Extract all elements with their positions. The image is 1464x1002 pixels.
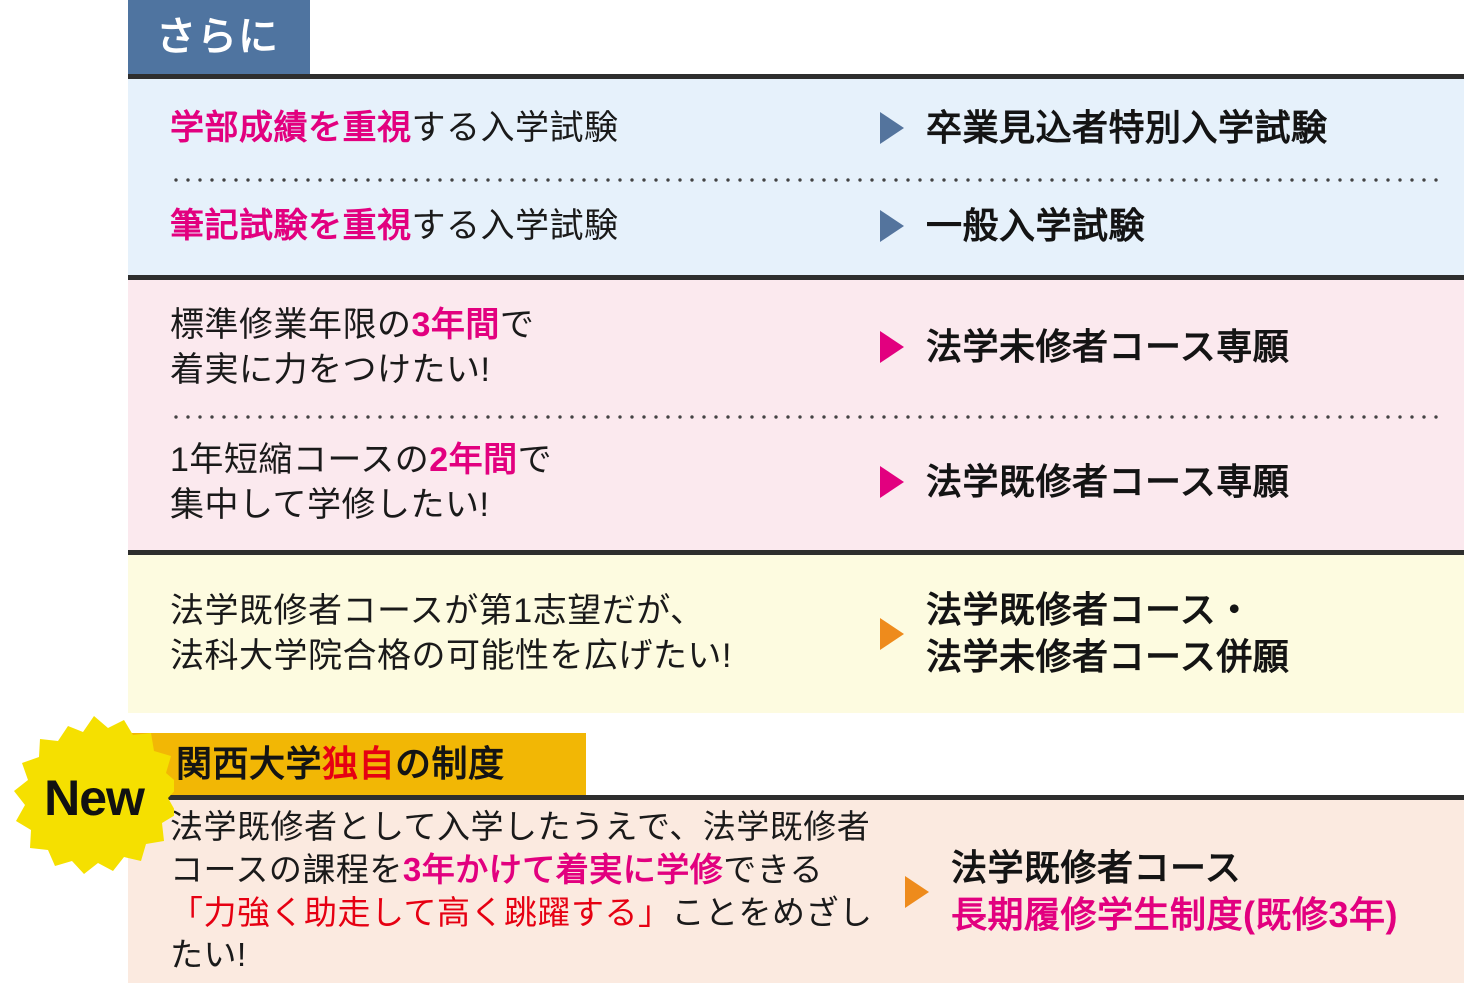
row-right-label-group: 法学既修者コース・ 法学未修者コース併願 <box>926 587 1289 681</box>
row-plain-line2: 法科大学院合格の可能性を広げたい! <box>170 637 732 675</box>
row-plain-line2-post: できる <box>723 850 824 888</box>
row-right-text: 法学既修者コース 長期履修学生制度(既修3年) <box>905 845 1398 939</box>
section-exam-types: 学部成績を重視する入学試験 卒業見込者特別入学試験 筆記試験を重視する入学試験 … <box>128 74 1464 275</box>
row-right-text: 卒業見込者特別入学試験 <box>880 105 1328 152</box>
row-emphasis: 2年間 <box>429 440 518 479</box>
section-tab-label: さらに <box>156 15 279 59</box>
row-emphasis-line3: 「力強く助走して高く跳躍する」 <box>170 893 672 931</box>
triangle-right-icon <box>880 466 904 499</box>
section-tab-sarani: さらに <box>128 0 310 74</box>
row-right-line2: 長期履修学生制度(既修3年) <box>951 893 1398 935</box>
row-right-text: 法学未修者コース専願 <box>880 324 1289 371</box>
table-row: 1年短縮コースの2年間で 集中して学修したい! 法学既修者コース専願 <box>128 415 1464 550</box>
table-row: 法学既修者コースが第1志望だが、 法科大学院合格の可能性を広げたい! 法学既修者… <box>128 555 1464 713</box>
new-badge: New <box>14 714 174 882</box>
row-plain-line2-pre: コースの課程を <box>170 850 403 888</box>
row-left-text: 1年短縮コースの2年間で 集中して学修したい! <box>170 438 880 528</box>
row-right-text: 一般入学試験 <box>880 203 1145 250</box>
section-course-preference: 標準修業年限の3年間で 着実に力をつけたい! 法学未修者コース専願 1年短縮コー… <box>128 275 1464 550</box>
row-right-label: 一般入学試験 <box>926 204 1146 246</box>
triangle-right-icon <box>880 209 904 242</box>
row-plain: する入学試験 <box>411 108 619 147</box>
row-plain-pre: 標準修業年限の <box>170 305 412 344</box>
triangle-right-icon <box>880 331 904 364</box>
section-dual-application: 法学既修者コースが第1志望だが、 法科大学院合格の可能性を広げたい! 法学既修者… <box>128 550 1464 713</box>
header-emphasis: 独自 <box>322 743 396 784</box>
row-plain-line2: 着実に力をつけたい! <box>170 350 491 389</box>
row-plain-post: で <box>499 305 535 344</box>
row-right-label: 卒業見込者特別入学試験 <box>926 106 1328 148</box>
row-left-text: 筆記試験を重視する入学試験 <box>170 204 880 249</box>
row-emphasis: 3年間 <box>411 305 500 344</box>
row-plain-pre: 1年短縮コースの <box>170 440 430 479</box>
row-left-text: 標準修業年限の3年間で 着実に力をつけたい! <box>170 303 880 393</box>
section-new-program: 法学既修者として入学したうえで、法学既修者 コースの課程を3年かけて着実に学修で… <box>128 795 1464 983</box>
row-right-line1: 法学既修者コース・ <box>926 589 1253 631</box>
new-badge-label: New <box>44 770 145 826</box>
row-right-line1: 法学既修者コース <box>951 846 1242 888</box>
row-right-line2: 法学未修者コース併願 <box>926 636 1290 677</box>
row-plain: する入学試験 <box>411 206 619 245</box>
row-plain-line1: 法学既修者として入学したうえで、法学既修者 <box>170 807 871 845</box>
row-plain-post: で <box>517 440 553 479</box>
row-left-text: 法学既修者コースが第1志望だが、 法科大学院合格の可能性を広げたい! <box>170 589 880 679</box>
row-divider-dotted <box>170 178 1446 182</box>
row-right-label-group: 法学既修者コース 長期履修学生制度(既修3年) <box>951 845 1398 939</box>
triangle-right-icon <box>905 875 929 908</box>
table-row: 標準修業年限の3年間で 着実に力をつけたい! 法学未修者コース専願 <box>128 280 1464 415</box>
row-emphasis-line2: 3年かけて着実に学修 <box>402 850 724 888</box>
table-row: 学部成績を重視する入学試験 卒業見込者特別入学試験 <box>128 79 1464 177</box>
starburst-icon <box>14 716 174 874</box>
table-row: 筆記試験を重視する入学試験 一般入学試験 <box>128 177 1464 275</box>
row-right-label: 法学未修者コース専願 <box>926 326 1290 368</box>
triangle-right-icon <box>880 618 904 650</box>
new-program-header-bar: 関西大学独自の制度 <box>128 733 586 795</box>
row-plain-line2: 集中して学修したい! <box>170 485 490 524</box>
triangle-right-icon <box>880 111 904 144</box>
header-plain-post: の制度 <box>395 743 505 784</box>
row-plain-line1: 法学既修者コースが第1志望だが、 <box>170 592 705 631</box>
row-emphasis: 学部成績を重視 <box>170 108 412 147</box>
row-left-text: 学部成績を重視する入学試験 <box>170 106 880 151</box>
row-right-text: 法学既修者コース専願 <box>880 459 1289 506</box>
header-plain-pre: 関西大学 <box>176 743 323 784</box>
row-emphasis: 筆記試験を重視 <box>170 206 412 245</box>
table-row: 法学既修者として入学したうえで、法学既修者 コースの課程を3年かけて着実に学修で… <box>128 800 1464 983</box>
row-plain-line3-post: ことをめざしたい! <box>170 893 873 974</box>
row-right-label: 法学既修者コース専願 <box>926 461 1290 503</box>
row-divider-dotted <box>170 415 1446 419</box>
row-left-text: 法学既修者として入学したうえで、法学既修者 コースの課程を3年かけて着実に学修で… <box>170 806 905 978</box>
new-program-header-label: 関西大学独自の制度 <box>176 746 505 782</box>
row-right-text: 法学既修者コース・ 法学未修者コース併願 <box>880 587 1289 681</box>
